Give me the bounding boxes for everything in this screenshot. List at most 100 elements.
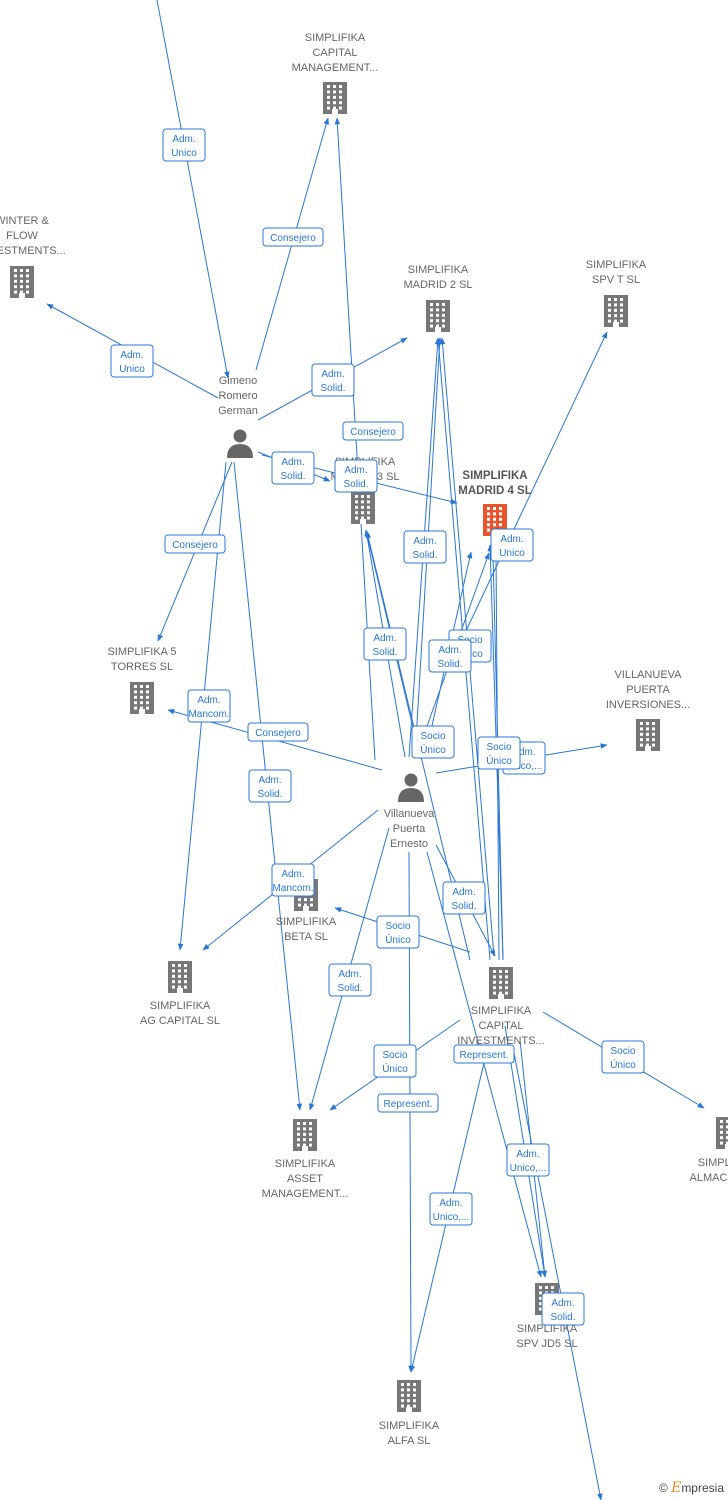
edge-label-text: Solid. <box>372 647 397 658</box>
edge-label[interactable]: Adm. Solid. <box>248 769 292 803</box>
edge-label[interactable]: Consejero <box>262 227 324 247</box>
edge-label[interactable]: Adm.Unico <box>490 528 534 562</box>
copyright-symbol: © <box>658 1481 668 1495</box>
node-label: Gimeno <box>219 375 258 387</box>
building-icon <box>426 300 450 332</box>
node-agcap[interactable]: SIMPLIFIKA AG CAPITAL SL <box>140 961 220 1027</box>
edge-label-box <box>541 1292 585 1326</box>
edge-label-text: Solid. <box>280 471 305 482</box>
edge-label[interactable]: Adm.Solid. <box>541 1292 585 1326</box>
edge-label[interactable]: Adm.Solid. <box>428 639 472 673</box>
edge-label-text: Solid. <box>257 789 282 800</box>
node-label: SIMPLIFIKA <box>275 1158 336 1170</box>
edge-label-text: Único <box>486 754 512 767</box>
node-label: SIMPLIFIKA <box>150 1000 211 1012</box>
edge-label-box <box>506 1143 550 1177</box>
node-capinv[interactable]: SIMPLIFIKACAPITALINVESTMENTS... <box>457 967 545 1047</box>
edge-label[interactable]: Consejero <box>342 421 404 441</box>
edge-label-box <box>490 528 534 562</box>
edge-label-box <box>164 534 226 554</box>
edge-label-text: Unico <box>119 364 145 375</box>
edge-label-box <box>601 1040 645 1074</box>
edge-label[interactable]: Consejero <box>164 534 226 554</box>
edge-label-text: Adm. <box>516 1149 539 1160</box>
edge-label[interactable]: Adm.Solid. <box>328 963 372 997</box>
building-icon <box>636 719 660 751</box>
node-almacen[interactable]: SIMPLIFIKAALMACENES... <box>689 1117 728 1184</box>
edge-label-box <box>311 363 355 397</box>
person-icon <box>227 429 253 458</box>
node-capmgmt[interactable]: SIMPLIFIKACAPITALMANAGEMENT... <box>292 32 379 114</box>
edge-label[interactable]: Represent. <box>453 1044 515 1064</box>
node-label: VILLANUEVA <box>614 669 682 681</box>
edge-label-text: Mancom. <box>188 709 229 720</box>
edge-label[interactable]: Adm.Solid. <box>403 530 447 564</box>
node-label: Ernesto <box>390 838 428 850</box>
node-winter[interactable]: WINTER &FLOWINVESTMENTS... <box>0 215 66 298</box>
edge-label[interactable]: Adm.Solid. <box>334 459 378 493</box>
edge-label-text: Solid. <box>451 901 476 912</box>
node-label: ALMACENES... <box>689 1172 728 1184</box>
edge-label-text: Consejero <box>172 540 218 551</box>
building-icon <box>168 961 192 993</box>
node-villinv[interactable]: VILLANUEVAPUERTAINVERSIONES... <box>606 669 690 751</box>
node-assetmgmt[interactable]: SIMPLIFIKAASSETMANAGEMENT... <box>262 1119 349 1200</box>
edge-label[interactable]: Consejero <box>247 722 309 742</box>
edge-label[interactable]: Adm.Unico <box>110 344 154 378</box>
edge-label-box <box>248 769 292 803</box>
edge-label[interactable]: Adm.Solid. <box>363 627 407 661</box>
brand-initial: E <box>671 1480 682 1496</box>
edges-layer <box>46 0 705 1500</box>
node-label: SIMPLIFIKA <box>471 1005 532 1017</box>
edge-label-text: Adm. <box>258 775 281 786</box>
node-label: SPV JD5 SL <box>516 1338 577 1350</box>
edge-label-text: Adm. <box>281 869 304 880</box>
building-icon <box>716 1117 728 1149</box>
edge-label-text: Solid. <box>337 983 362 994</box>
node-label: CAPITAL <box>478 1020 523 1032</box>
edge-label[interactable]: Adm.Unico,... <box>506 1143 550 1177</box>
node-label: FLOW <box>6 230 38 242</box>
edge-label-text: Socio <box>486 742 511 753</box>
person-icon <box>398 773 424 802</box>
brand-watermark: © Empresia <box>659 1480 724 1496</box>
node-label: ASSET <box>287 1173 323 1185</box>
edge-label[interactable]: Adm.Unico,... <box>429 1192 473 1226</box>
edge-label[interactable]: Adm.Mancom. <box>187 689 231 723</box>
edge-label[interactable]: Adm.Solid. <box>271 451 315 485</box>
node-label: AG CAPITAL SL <box>140 1015 220 1027</box>
edge-label-text: Unico <box>499 548 525 559</box>
edge-label[interactable]: Represent. <box>377 1093 439 1113</box>
building-icon <box>604 295 628 327</box>
edge-label[interactable]: Adm.Solid. <box>311 363 355 397</box>
edge-label-box <box>328 963 372 997</box>
edge-label-text: Adm. <box>438 645 461 656</box>
edge-label-text: Socio <box>610 1046 635 1057</box>
node-label: SIMPLIFIKA <box>276 916 337 928</box>
edge-label[interactable]: Adm.Mancom. <box>271 863 315 897</box>
edge-label-box <box>363 627 407 661</box>
edge-label[interactable]: Adm.Solid. <box>442 881 486 915</box>
edge-label-text: Único <box>420 743 446 756</box>
edge-label-text: Unico <box>171 148 197 159</box>
edge-label-text: Adm. <box>344 465 367 476</box>
edge-label-box <box>187 689 231 723</box>
relationship-edge <box>156 0 230 379</box>
edge-label[interactable]: Adm.Unico <box>162 128 206 162</box>
edge-label-text: Represent. <box>384 1099 433 1110</box>
edge-label-box <box>428 639 472 673</box>
node-label: Villanueva <box>384 808 435 820</box>
node-label: SIMPLIFIKA <box>408 264 469 276</box>
